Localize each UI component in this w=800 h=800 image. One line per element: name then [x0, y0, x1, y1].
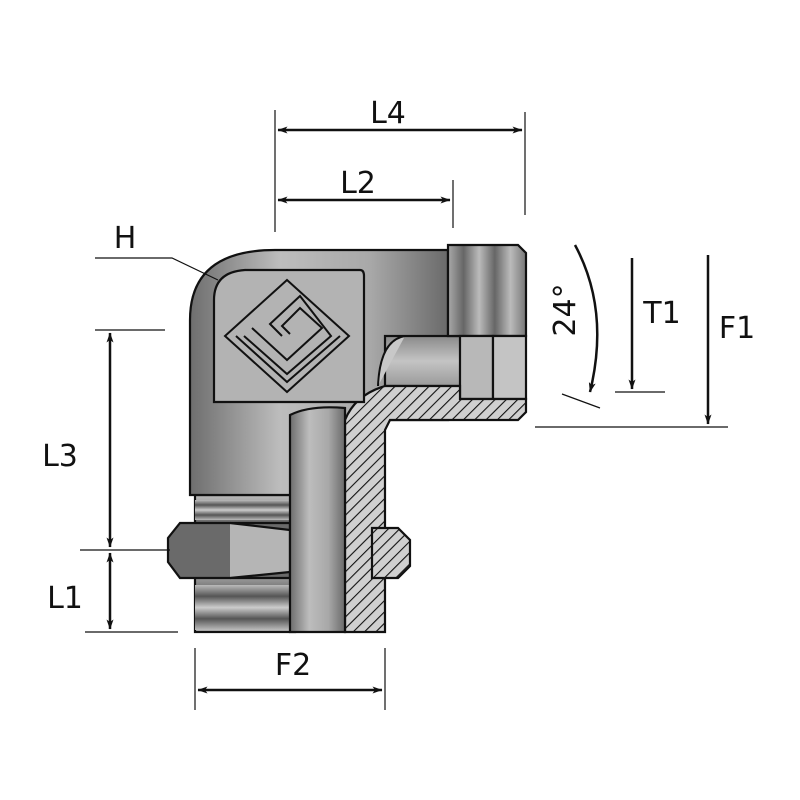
right-thread-end: [446, 243, 528, 401]
o-ring-section: [370, 526, 412, 580]
hex-nut: [166, 521, 292, 580]
brand-logo-icon: [223, 278, 351, 394]
label-t1: T1: [642, 296, 680, 331]
dim-l4: L4: [274, 96, 526, 232]
label-angle: 24°: [548, 283, 583, 336]
dim-f1: F1: [535, 255, 755, 428]
logo-plate: [212, 268, 366, 404]
dim-angle: 24°: [548, 244, 601, 409]
label-h: H: [114, 221, 137, 256]
label-l1: L1: [47, 581, 83, 616]
dim-t1: T1: [615, 258, 681, 393]
dim-l1: L1: [47, 552, 178, 633]
section-hatch: [343, 384, 528, 634]
label-f1: F1: [719, 311, 755, 346]
label-l3: L3: [42, 439, 78, 474]
dim-h: H: [95, 221, 219, 281]
dim-l2: L2: [277, 166, 454, 228]
label-l2: L2: [340, 166, 376, 201]
label-l4: L4: [370, 96, 406, 131]
dim-l3: L3: [42, 329, 170, 551]
dim-f2: F2: [194, 648, 386, 710]
vertical-bore: [288, 406, 347, 634]
label-f2: F2: [275, 648, 311, 683]
